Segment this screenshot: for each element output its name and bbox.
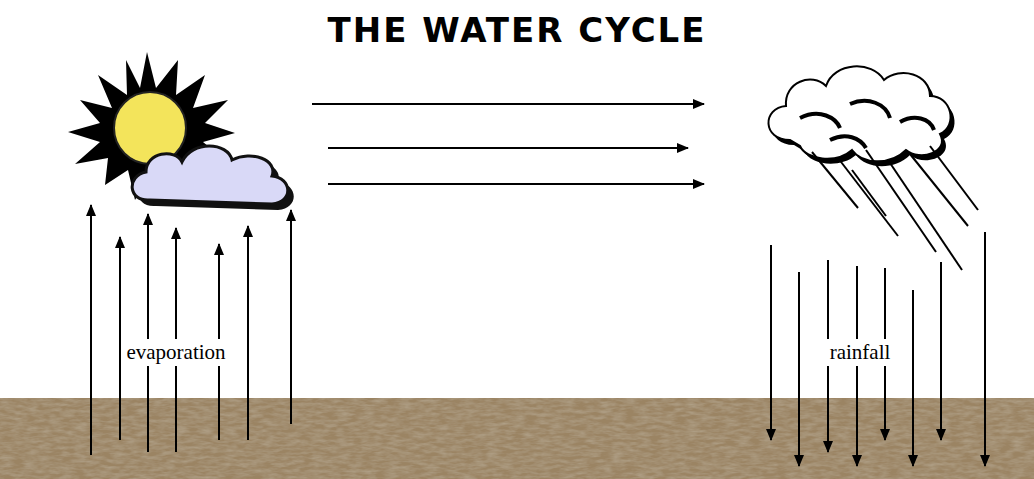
small-cloud-icon bbox=[132, 146, 294, 210]
evaporation-arrows bbox=[91, 205, 291, 455]
ground bbox=[0, 398, 1034, 479]
rain-cloud-icon bbox=[768, 66, 954, 166]
diagram-title: THE WATER CYCLE bbox=[328, 10, 707, 50]
rainfall-arrows bbox=[771, 232, 985, 466]
transport-arrows bbox=[312, 104, 704, 184]
process-label: evaporation bbox=[122, 339, 229, 366]
ground-texture bbox=[0, 398, 1034, 479]
rain-streaks bbox=[812, 146, 978, 270]
process-label: rainfall bbox=[826, 339, 895, 366]
